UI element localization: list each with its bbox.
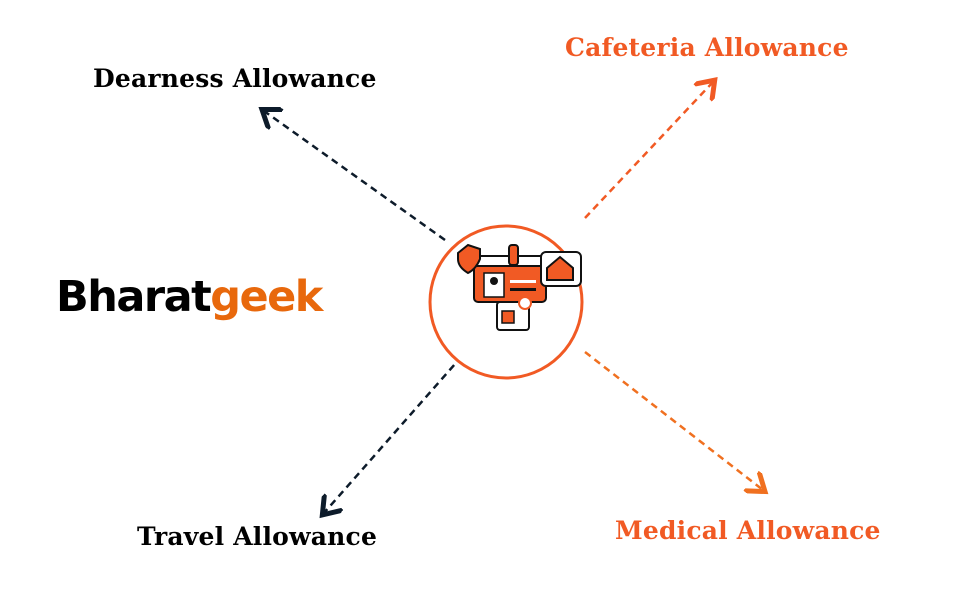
- label-cafeteria-allowance: Cafeteria Allowance: [565, 33, 849, 62]
- bharatgeek-logo: Bharatgeek: [56, 272, 323, 322]
- label-dearness-allowance: Dearness Allowance: [93, 64, 377, 93]
- label-medical-allowance: Medical Allowance: [615, 516, 881, 545]
- logo-bharat: Bharat: [56, 272, 212, 322]
- arrow-travel: [324, 355, 463, 513]
- arrow-medical: [584, 351, 763, 490]
- arrow-cafeteria: [584, 82, 713, 219]
- label-travel-allowance: Travel Allowance: [137, 522, 378, 551]
- logo-geek: geek: [210, 272, 323, 322]
- allowance-benefits-icon: [457, 243, 582, 331]
- arrow-dearness: [264, 111, 446, 242]
